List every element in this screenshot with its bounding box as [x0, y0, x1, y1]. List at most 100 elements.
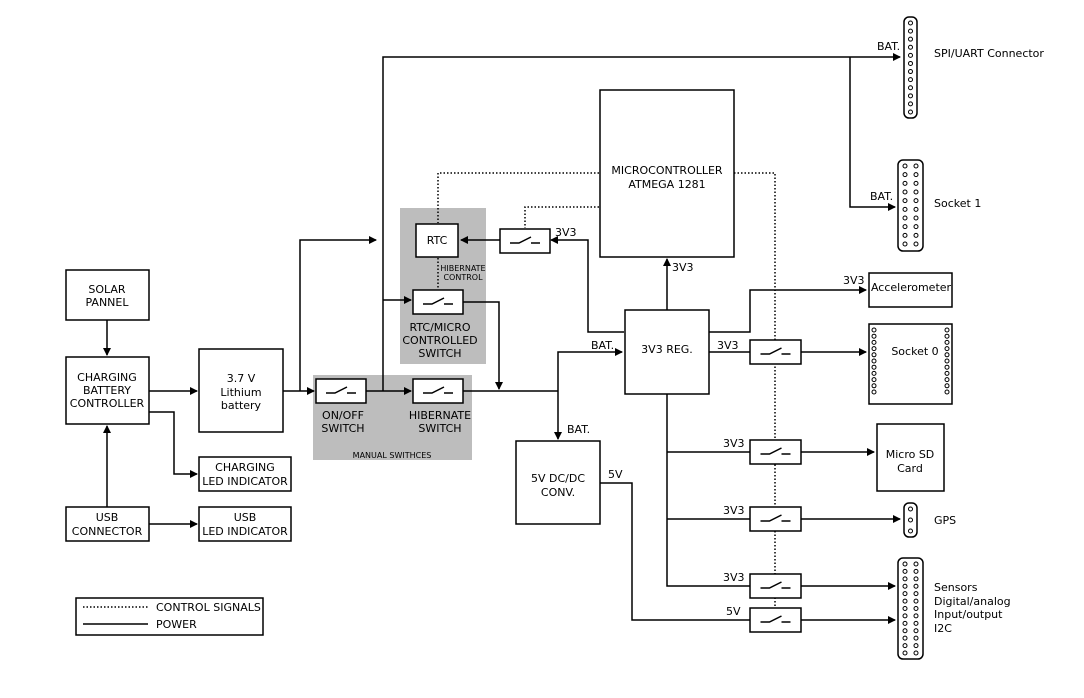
onoff-switch-symbol [315, 378, 367, 404]
connector-pin [913, 215, 919, 221]
sensors-3v3-switch-symbol [749, 573, 802, 599]
bat-label-dcdc: BAT. [567, 423, 590, 436]
gps-label: GPS [934, 514, 956, 527]
connector-pin [902, 189, 908, 195]
v5-label-dcdc: 5V [608, 468, 623, 481]
micro-sd-block [876, 423, 945, 492]
socket1-pins [902, 163, 919, 247]
charging-led-block [198, 456, 292, 492]
connector-pin [908, 20, 913, 26]
accelerometer-label: Accelerometer [871, 281, 952, 294]
connector-pin [908, 517, 913, 523]
connector-pin [908, 28, 913, 34]
socket-pin [871, 389, 877, 395]
connector-pin [913, 598, 919, 604]
connector-pin [913, 643, 919, 649]
connector-pin [908, 44, 913, 50]
connector-pin [902, 206, 908, 212]
v3v3-label-rtc: 3V3 [555, 226, 577, 239]
connector-pin [913, 635, 919, 641]
connector-pin [902, 576, 908, 582]
socket1-label: Socket 1 [934, 197, 981, 210]
connector-pin [913, 628, 919, 634]
connector-pin [908, 77, 913, 83]
v3v3-label-mcu: 3V3 [672, 261, 694, 274]
rtc-label: RTC [427, 234, 448, 247]
connector-pin [908, 69, 913, 75]
connector-pin [902, 583, 908, 589]
v3v3-label-sd: 3V3 [723, 437, 745, 450]
connector-pin [913, 650, 919, 656]
gps-pins [908, 506, 913, 534]
socket0-block [868, 323, 953, 405]
connector-pin [908, 528, 913, 534]
regulator-block [624, 309, 710, 395]
connector-pin [908, 109, 913, 115]
connector-pin [908, 85, 913, 91]
socket-pin [871, 377, 877, 383]
socket-pin [944, 389, 950, 395]
bat-label-spi: BAT. [877, 40, 900, 53]
v5-label-sensors: 5V [726, 605, 741, 618]
socket-pin [871, 333, 877, 339]
legend: CONTROL SIGNALS POWER [75, 597, 264, 636]
connector-pin [913, 232, 919, 238]
socket-pin [871, 358, 877, 364]
socket-pin [944, 364, 950, 370]
microcontroller-block [599, 89, 735, 258]
usb-led-block [198, 506, 292, 542]
connector-pin [902, 613, 908, 619]
connector-pin [908, 101, 913, 107]
connector-pin [902, 643, 908, 649]
gps-switch-symbol [749, 506, 802, 532]
socket-pin [871, 383, 877, 389]
socket-pin [944, 339, 950, 345]
sd-switch-symbol [749, 439, 802, 465]
connector-pin [913, 583, 919, 589]
socket-pin [944, 346, 950, 352]
switches [315, 228, 802, 633]
socket-pin [944, 358, 950, 364]
socket-pin [871, 364, 877, 370]
connector-pin [913, 606, 919, 611]
connector-pin [913, 620, 919, 626]
connector-pin [908, 506, 913, 512]
socket0-pins [871, 327, 950, 395]
socket-pin [871, 346, 877, 352]
bat-label-socket1: BAT. [870, 190, 893, 203]
spi-uart-pins [908, 20, 913, 115]
battery-block [198, 348, 284, 433]
socket-pin [944, 383, 950, 389]
connector-pin [913, 613, 919, 619]
hibernate-switch-symbol [412, 378, 464, 404]
socket-pin [871, 370, 877, 376]
connector-pin [913, 241, 919, 247]
socket0-label: Socket 0 [891, 345, 938, 358]
connector-pin [913, 189, 919, 195]
socket-pin [944, 352, 950, 358]
rtc-micro-switch-symbol [412, 289, 464, 315]
connector-pin [913, 568, 919, 574]
connector-pin [913, 163, 919, 169]
connector-pin [913, 180, 919, 186]
connector-pin [908, 36, 913, 42]
sensors-pins [902, 561, 919, 656]
control-wires [437, 172, 776, 620]
connector-pin [902, 180, 908, 186]
connector-pin [908, 60, 913, 66]
connector-pin [908, 52, 913, 58]
connector-pin [902, 561, 908, 567]
connector-pin [902, 232, 908, 238]
connector-pin [902, 163, 908, 169]
